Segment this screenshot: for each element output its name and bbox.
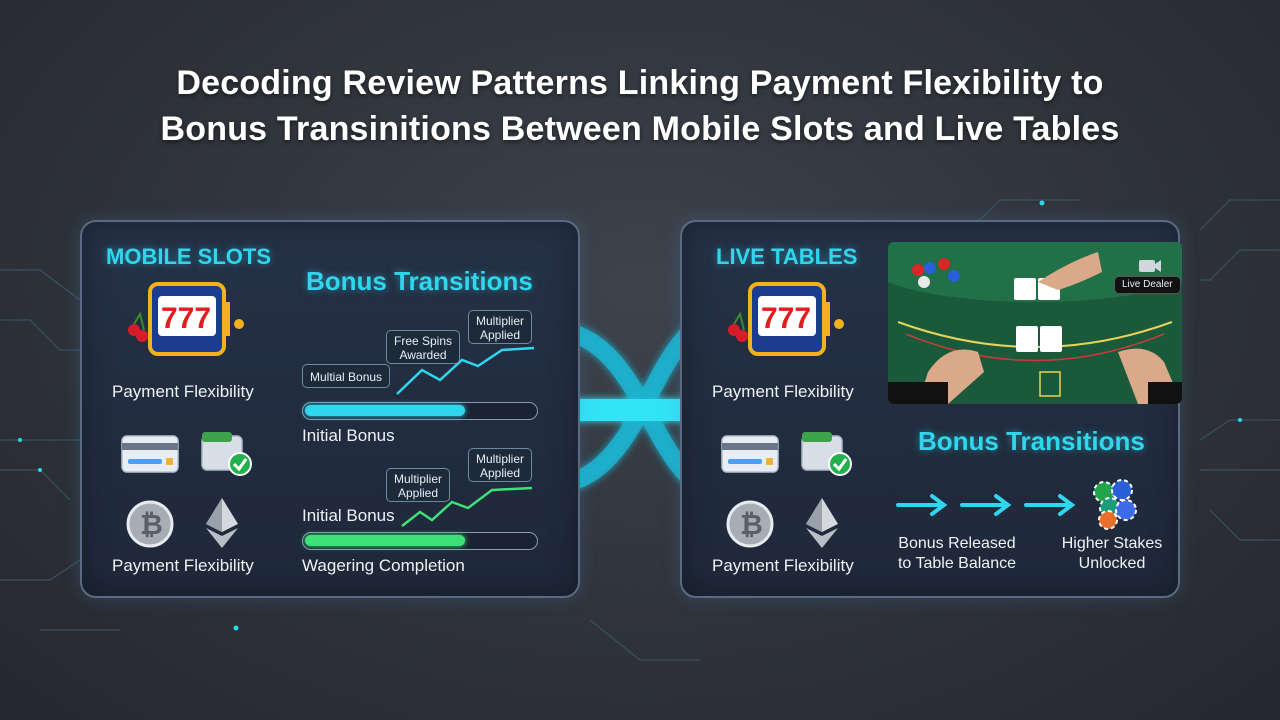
progress-fill (305, 405, 465, 416)
bonus-transitions-heading: Bonus Transitions (918, 426, 1145, 456)
wallet-check-icon (801, 432, 852, 476)
wagering-progress-bar (302, 532, 538, 550)
svg-text:₿: ₿ (140, 509, 163, 540)
svg-text:₿: ₿ (740, 509, 763, 540)
panel-heading: LIVE TABLES (716, 244, 858, 269)
credit-card-icon (721, 435, 779, 473)
bonus-transitions-heading: Bonus Transitions (306, 266, 533, 296)
bar-label: Wagering Completion (302, 556, 465, 575)
chip-stack-icon (1093, 479, 1137, 530)
live-dealer-badge: Live Dealer (1114, 276, 1181, 294)
payment-label: Payment Flexibility (712, 382, 854, 401)
bonus-progress-bar (302, 402, 538, 420)
transition-arrows (896, 494, 1076, 516)
title-line-2: Bonus Transinitions Between Mobile Slots… (160, 110, 1120, 148)
svg-text:777: 777 (161, 302, 211, 335)
slot-machine-icon: 777 (728, 282, 844, 356)
svg-text:777: 777 (761, 302, 811, 335)
line-label: Initial Bonus (302, 506, 395, 525)
bonus-stage-tag: Multial Bonus (302, 364, 391, 388)
bitcoin-icon: ₿ (126, 500, 174, 548)
slot-machine-icon: 777 (128, 282, 244, 356)
ethereum-icon (806, 498, 838, 548)
payment-label: Payment Flexibility (112, 382, 254, 401)
live-tables-panel: LIVE TABLES 777 Payment Flexibility ₿ Pa… (680, 220, 1182, 598)
live-dealer-image: Live Dealer (888, 242, 1182, 404)
page-title: Decoding Review Patterns Linking Payment… (0, 60, 1280, 152)
mobile-slots-panel: MOBILE SLOTS 777 Payment Flexibility ₿ P… (80, 220, 580, 598)
bar-label: Initial Bonus (302, 426, 395, 445)
bonus-growth-line-2 (401, 486, 533, 527)
panel-heading: MOBILE SLOTS (106, 244, 271, 269)
ethereum-icon (206, 498, 238, 548)
credit-card-icon (121, 435, 179, 473)
payment-label: Payment Flexibility (112, 556, 254, 575)
payment-label: Payment Flexibility (712, 556, 854, 575)
blackjack-table-illustration (888, 242, 1182, 404)
progress-fill (305, 535, 465, 546)
wallet-check-icon (201, 432, 252, 476)
title-line-1: Decoding Review Patterns Linking Payment… (176, 64, 1104, 102)
bitcoin-icon: ₿ (726, 500, 774, 548)
camera-icon (1139, 260, 1161, 272)
bonus-growth-line-1 (396, 346, 535, 395)
